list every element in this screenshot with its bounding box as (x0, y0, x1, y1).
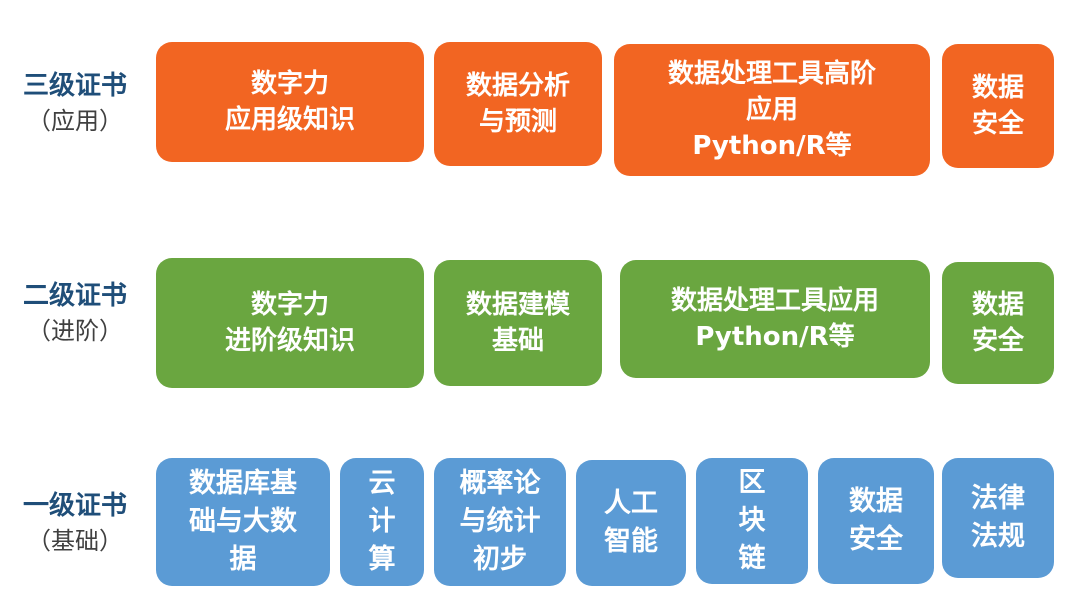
level-2-box-data-modeling: 数据建模 基础 (434, 260, 602, 386)
level-1-box-artificial-intelligence: 人工 智能 (576, 460, 686, 586)
level-1-box-blockchain: 区 块 链 (696, 458, 808, 584)
level-2-box-digital-literacy: 数字力 进阶级知识 (156, 258, 424, 388)
level-1-sub: （基础） (27, 527, 123, 555)
level-1-box-law-regulation: 法律 法规 (942, 458, 1054, 578)
level-2-sub: （进阶） (27, 317, 123, 345)
level-3-box-data-analysis: 数据分析 与预测 (434, 42, 602, 166)
level-3-box-data-security: 数据 安全 (942, 44, 1054, 168)
level-3-label: 三级证书 （应用） (0, 68, 150, 138)
level-3-name: 三级证书 (22, 71, 127, 101)
level-2-label: 二级证书 （进阶） (0, 278, 150, 348)
level-3-box-digital-literacy: 数字力 应用级知识 (156, 42, 424, 162)
level-1-box-cloud-computing: 云 计 算 (340, 458, 424, 586)
level-2-box-data-tools: 数据处理工具应用 Python/R等 (620, 260, 930, 378)
level-1-box-database-big-data: 数据库基 础与大数 据 (156, 458, 330, 586)
level-1-box-data-security: 数据 安全 (818, 458, 934, 584)
level-1-box-probability-statistics: 概率论 与统计 初步 (434, 458, 566, 586)
level-3-box-data-tools: 数据处理工具高阶 应用 Python/R等 (614, 44, 930, 176)
level-3-sub: （应用） (27, 107, 123, 135)
level-2-name: 二级证书 (22, 281, 127, 311)
level-1-label: 一级证书 （基础） (0, 488, 150, 558)
level-2-box-data-security: 数据 安全 (942, 262, 1054, 384)
level-1-name: 一级证书 (22, 491, 127, 521)
